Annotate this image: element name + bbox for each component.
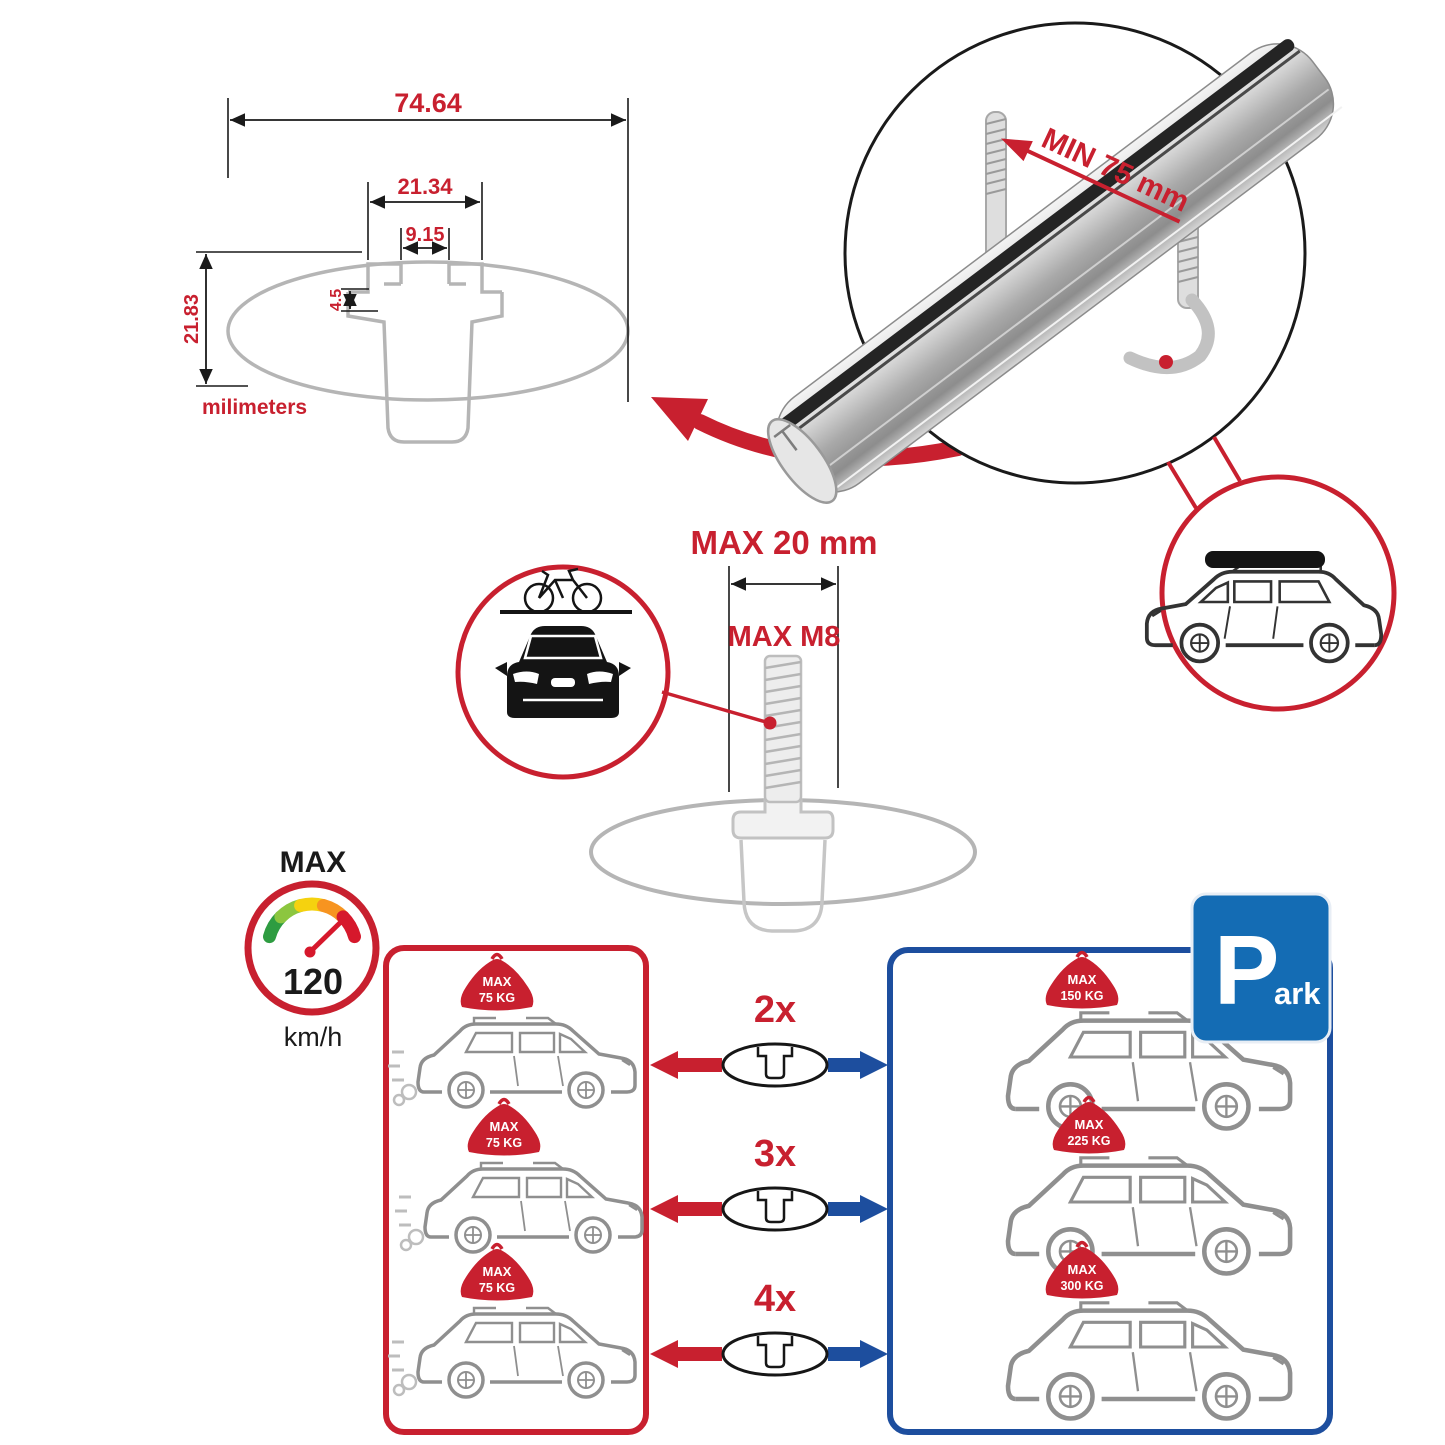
parked-car-row: MAX 300 KG — [1008, 1240, 1290, 1419]
driving-car-row: MAX 75 KG — [388, 1242, 637, 1399]
parking-sign-rest: ark — [1274, 976, 1321, 1011]
clamp-point-dot — [1159, 355, 1173, 369]
roof-box — [1205, 551, 1325, 568]
clamp-hook-bottom — [1123, 293, 1215, 374]
dim-flange-depth-label: 4.5 — [328, 289, 345, 311]
callout-line-1 — [1212, 435, 1242, 483]
crossbar-count-icon — [721, 1042, 829, 1088]
roofbox-car-callout — [1144, 474, 1397, 712]
bar-end-profile — [766, 418, 838, 504]
aluminum-crossbar — [766, 39, 1343, 504]
speed-value: 120 — [283, 961, 343, 1002]
load-badge-label: MAX — [483, 1264, 512, 1279]
pointer-line — [661, 690, 767, 724]
dim-channel-width-label: 21.34 — [397, 174, 453, 199]
bolt-diagram: MAX 20 mm MAX M8 — [455, 524, 977, 933]
dimension-diagram: 74.64 21.34 9.15 4.5 21.83 milimeters — [181, 88, 630, 444]
driving-car-row: MAX 75 KG — [395, 1097, 644, 1254]
crossbar-photo-callout: MIN 75 mm — [766, 21, 1397, 712]
bar-count-label: 3x — [754, 1133, 796, 1175]
bike-car-callout — [455, 564, 671, 780]
speed-unit: km/h — [284, 1022, 343, 1052]
parked-car-row: MAX 225 KG — [1008, 1095, 1290, 1274]
threaded-stud — [763, 654, 803, 804]
t-slot-nut — [731, 798, 835, 840]
load-badge-value: 300 KG — [1060, 1279, 1103, 1293]
load-badge-label: MAX — [1068, 1262, 1097, 1277]
bolt-max-length-label: MAX 20 mm — [690, 524, 877, 561]
multiplier-column: 2x 3x 4x — [650, 989, 888, 1377]
dim-height-label: 21.83 — [181, 294, 203, 344]
dim-slot-width-label: 9.15 — [406, 224, 445, 246]
load-badge-label: MAX — [483, 974, 512, 989]
driving-panel: MAX 75 KG MAX 75 KG MAX 75 KG — [383, 945, 649, 1435]
units-label: milimeters — [202, 396, 307, 419]
pointer-dot — [763, 716, 777, 730]
car-front-icon — [495, 626, 631, 718]
crossbar-count-icon — [721, 1186, 829, 1232]
bar-count-label: 2x — [754, 989, 796, 1031]
load-badge-value: 150 KG — [1060, 989, 1103, 1003]
speed-max-label: MAX — [280, 846, 347, 879]
speed-limit-gauge: MAX 120 km/h — [244, 846, 380, 1052]
gauge-needle — [307, 915, 348, 955]
callout-line-2 — [1166, 460, 1198, 510]
driving-car-row: MAX 75 KG — [388, 952, 637, 1109]
load-badge-label: MAX — [1068, 972, 1097, 987]
parking-panel: MAX 150 KG MAX 225 KG MAX 300 KG P ark — [887, 892, 1333, 1435]
load-badge-label: MAX — [490, 1119, 519, 1134]
bar-count-label: 4x — [754, 1278, 796, 1320]
parked-car-row: MAX 150 KG — [1008, 950, 1290, 1129]
load-badge-value: 75 KG — [479, 1281, 515, 1295]
parking-sign: P ark — [1190, 892, 1332, 1044]
load-badge-label: MAX — [1075, 1117, 1104, 1132]
crossbar-count-icon — [721, 1331, 829, 1377]
load-badge-value: 225 KG — [1067, 1134, 1110, 1148]
parking-sign-letter: P — [1214, 915, 1279, 1025]
dimension-lines — [196, 98, 629, 402]
load-badge-value: 75 KG — [486, 1136, 522, 1150]
load-badge-value: 75 KG — [479, 991, 515, 1005]
dim-total-width-label: 74.64 — [394, 88, 462, 118]
bolt-max-thread-label: MAX M8 — [728, 621, 841, 653]
